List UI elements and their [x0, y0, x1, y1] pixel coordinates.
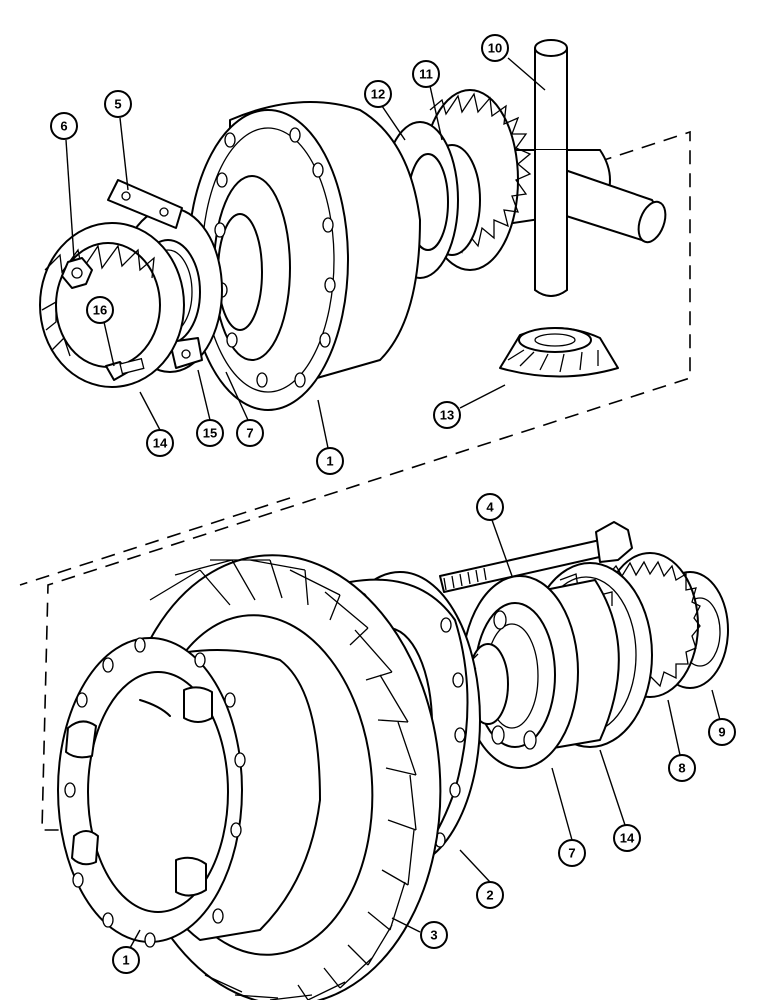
callout-label-14-top: 14	[153, 436, 168, 451]
callout-14-bottom: 14	[613, 824, 641, 852]
callout-14-top: 14	[146, 429, 174, 457]
callout-3: 3	[420, 921, 448, 949]
callout-13: 13	[433, 401, 461, 429]
callout-label-13: 13	[440, 408, 454, 423]
differential-case-top-part	[187, 101, 421, 411]
callout-label-1-bottom: 1	[122, 953, 129, 968]
bearing-bottom-part	[461, 575, 620, 769]
callout-label-4: 4	[486, 500, 494, 515]
dashed-boundary	[19, 130, 691, 831]
callout-1-bottom: 1	[112, 946, 140, 974]
hex-nut-part	[61, 257, 93, 289]
lock-bolt-part	[105, 357, 145, 381]
callout-label-11: 11	[419, 67, 433, 82]
callout-10: 10	[481, 34, 509, 62]
leader-lines	[65, 57, 721, 949]
differential-case-front-part	[57, 637, 321, 948]
callout-15: 15	[196, 419, 224, 447]
callout-label-14-bottom: 14	[620, 831, 635, 846]
callout-label-1-top: 1	[326, 454, 333, 469]
callout-7-top: 7	[236, 419, 264, 447]
callout-1-top: 1	[316, 447, 344, 475]
callout-7-bottom: 7	[558, 839, 586, 867]
callout-6: 6	[50, 112, 78, 140]
callout-8: 8	[668, 754, 696, 782]
callout-9: 9	[708, 718, 736, 746]
lock-tab-part	[169, 337, 203, 369]
callout-label-2: 2	[486, 888, 493, 903]
callout-label-7-top: 7	[246, 426, 253, 441]
callout-label-8: 8	[678, 761, 685, 776]
pinion-gear-part	[499, 327, 619, 378]
callout-4: 4	[476, 493, 504, 521]
callout-5: 5	[104, 90, 132, 118]
callout-label-16: 16	[93, 303, 107, 318]
callout-2: 2	[476, 881, 504, 909]
long-bolt-part	[439, 521, 633, 593]
callout-11: 11	[412, 60, 440, 88]
callout-label-3: 3	[430, 928, 437, 943]
callout-12: 12	[364, 80, 392, 108]
callout-label-7-bottom: 7	[568, 846, 575, 861]
callout-label-9: 9	[718, 725, 725, 740]
callout-label-5: 5	[114, 97, 121, 112]
callout-label-10: 10	[488, 41, 502, 56]
callout-label-6: 6	[60, 119, 67, 134]
callout-label-15: 15	[203, 426, 217, 441]
lock-plate-part	[107, 179, 183, 229]
callout-label-12: 12	[371, 87, 385, 102]
callout-16: 16	[86, 296, 114, 324]
